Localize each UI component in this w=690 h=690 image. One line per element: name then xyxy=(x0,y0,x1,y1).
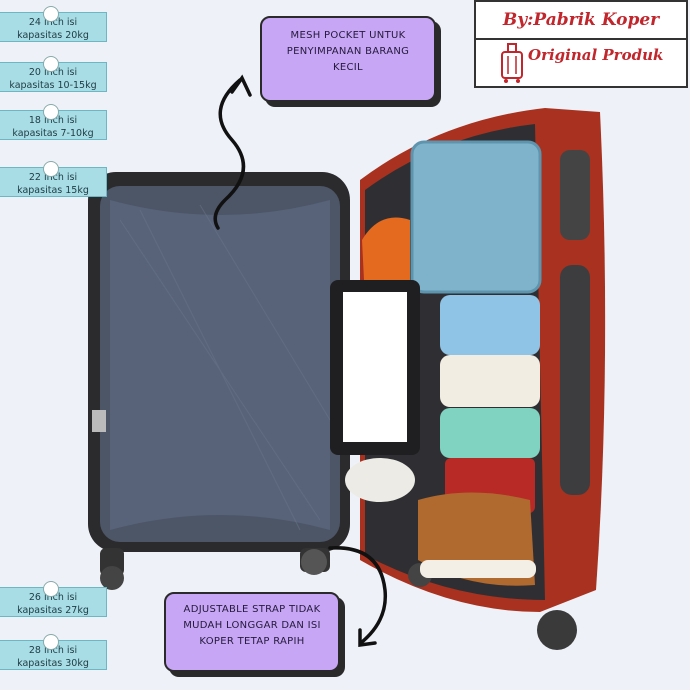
size-tag-24: 24 inch isi kapasitas 20kg xyxy=(0,6,107,42)
size-tag-26: 26 inch isi kapasitas 27kg xyxy=(0,581,107,617)
tag-hole-icon xyxy=(43,104,59,120)
mesh-pocket-callout: MESH POCKET UNTUK PENYIMPANAN BARANG KEC… xyxy=(260,16,436,102)
tag-size-label: 26 inch isi xyxy=(28,592,78,603)
tag-hole-icon xyxy=(43,6,59,22)
brand-subtitle: Original Produk xyxy=(528,46,664,64)
tag-capacity-label: kapasitas 27kg xyxy=(17,605,89,616)
callout-line: MESH POCKET UNTUK xyxy=(290,30,406,41)
tag-hole-icon xyxy=(43,56,59,72)
size-tag-20: 20 inch isi kapasitas 10-15kg xyxy=(0,56,107,92)
brand-box: By:Pabrik Koper Original Produk xyxy=(474,0,688,88)
tag-capacity-label: kapasitas 7-10kg xyxy=(12,128,94,139)
tag-size-label: 24 inch isi xyxy=(28,17,78,28)
tag-capacity-label: kapasitas 15kg xyxy=(17,185,89,196)
tag-size-label: 22 inch isi xyxy=(28,172,78,183)
size-tag-28: 28 inch isi kapasitas 30kg xyxy=(0,634,107,670)
suitcase-contents xyxy=(330,140,542,586)
tag-size-label: 28 inch isi xyxy=(28,645,78,656)
curved-arrow-icon xyxy=(328,546,388,644)
size-tag-22: 22 inch isi kapasitas 15kg xyxy=(0,161,107,197)
tag-hole-icon xyxy=(43,161,59,177)
suitcase-logo-icon xyxy=(501,43,523,83)
tag-capacity-label: kapasitas 20kg xyxy=(17,30,89,41)
callout-line: MUDAH LONGGAR DAN ISI xyxy=(183,620,321,631)
callout-line: KOPER TETAP RAPIH xyxy=(199,636,305,647)
size-tag-18: 18 inch isi kapasitas 7-10kg xyxy=(0,104,107,140)
suitcase-lid xyxy=(88,172,350,590)
curved-arrow-icon xyxy=(213,78,246,230)
callout-line: ADJUSTABLE STRAP TIDAK xyxy=(183,604,321,615)
callout-line: KECIL xyxy=(333,62,363,73)
tag-hole-icon xyxy=(43,634,59,650)
tag-hole-icon xyxy=(43,581,59,597)
tag-size-label: 18 inch isi xyxy=(28,115,78,126)
brand-title: By:Pabrik Koper xyxy=(476,2,686,40)
tag-size-label: 20 inch isi xyxy=(28,67,78,78)
tag-capacity-label: kapasitas 30kg xyxy=(17,658,89,669)
tag-capacity-label: kapasitas 10-15kg xyxy=(9,80,97,91)
callout-line: PENYIMPANAN BARANG xyxy=(286,46,410,57)
adjustable-strap-callout: ADJUSTABLE STRAP TIDAK MUDAH LONGGAR DAN… xyxy=(164,592,340,672)
